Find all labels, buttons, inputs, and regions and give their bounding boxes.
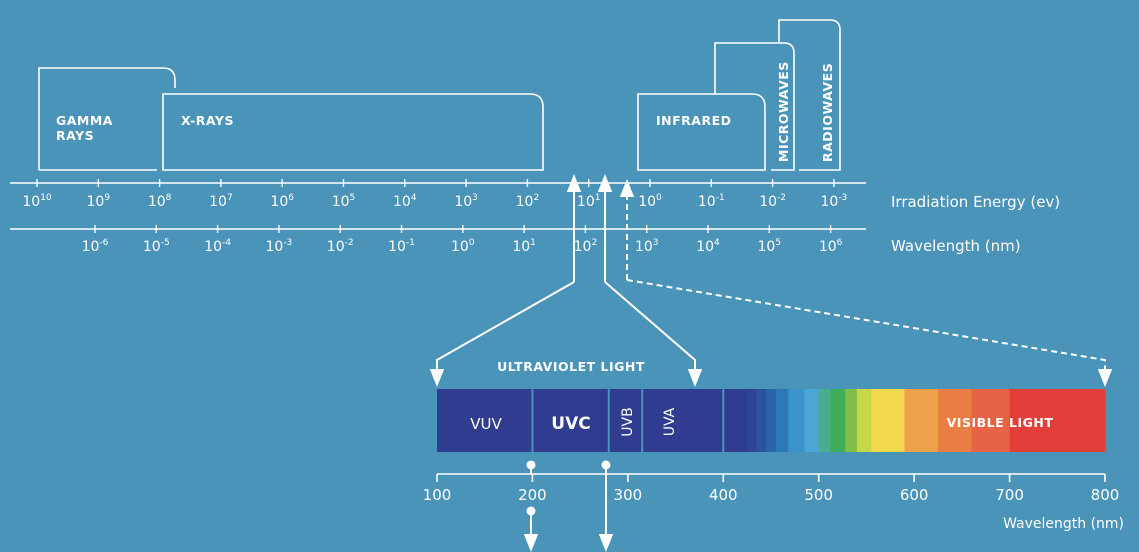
bottom-tick-label: 400 <box>709 486 738 504</box>
uvc-markers <box>523 460 614 552</box>
energy-tick-label: 105 <box>332 193 356 210</box>
bottom-axis-title: Wavelength (nm) <box>1003 516 1124 532</box>
energy-tick-label: 109 <box>87 193 111 210</box>
bottom-tick-label: 700 <box>995 486 1024 504</box>
wavelength-tick-label: 10-2 <box>327 238 354 255</box>
bottom-tick-group: 100 200 300 400 500 600 700 800 <box>423 474 1120 504</box>
visible-color-band <box>788 389 805 452</box>
uv-segment-uva <box>642 389 724 452</box>
x-rays-box <box>162 93 544 171</box>
bottom-tick-label: 200 <box>518 486 547 504</box>
wavelength-tick-label: 106 <box>819 238 843 255</box>
wavelength-tick-label: 103 <box>635 238 659 255</box>
wavelength-tick-label: 105 <box>758 238 782 255</box>
uv-left-diagonal <box>429 281 575 387</box>
bottom-tick-label: 800 <box>1091 486 1120 504</box>
visible-color-band <box>756 389 767 452</box>
energy-tick-label: 103 <box>454 193 478 210</box>
energy-tick-label: 106 <box>270 193 294 210</box>
uvc-label: UVC <box>551 414 590 434</box>
microwaves-box <box>714 42 795 171</box>
uv-segment-vuv <box>437 389 533 452</box>
wavelength-tick-label: 101 <box>512 238 536 255</box>
wavelength-scale-title: Wavelength (nm) <box>891 237 1021 255</box>
microwaves-label: MICROWAVES <box>776 61 791 162</box>
x-rays-label: X-RAYS <box>181 113 234 128</box>
energy-tick-label: 108 <box>148 193 172 210</box>
gamma-rays-label-line2: RAYS <box>56 128 94 143</box>
infrared-box <box>637 93 766 171</box>
energy-tick-label: 107 <box>209 193 233 210</box>
visible-color-band <box>830 389 846 452</box>
wavelength-tick-label: 10-3 <box>265 238 292 255</box>
energy-tick-label: 10-1 <box>698 193 725 210</box>
uva-label: UVA <box>662 407 678 436</box>
visible-color-band <box>723 389 748 452</box>
wavelength-tick-label: 10-6 <box>82 238 109 255</box>
energy-tick-label: 100 <box>638 193 662 210</box>
energy-tick-group: 1010 109 108 107 106 105 104 103 102 101 100 10-1 10… <box>22 179 847 210</box>
visible-color-band <box>845 389 858 452</box>
visible-color-band <box>856 389 872 452</box>
visible-light-label: VISIBLE LIGHT <box>947 415 1054 430</box>
wavelength-tick-label: 10-5 <box>143 238 170 255</box>
visible-color-band <box>871 389 906 452</box>
visible-diagonal-dashed <box>626 279 1113 387</box>
visible-color-band <box>747 389 758 452</box>
gamma-rays-box <box>38 67 176 170</box>
uv-segment-uvc <box>532 389 609 452</box>
radiowaves-box <box>778 19 841 171</box>
bottom-tick-label: 600 <box>900 486 929 504</box>
visible-color-band <box>818 389 831 452</box>
uvb-label: UVB <box>620 407 636 436</box>
gamma-rays-label-line1: GAMMA <box>56 113 113 128</box>
bottom-tick-label: 100 <box>423 486 452 504</box>
wavelength-tick-label: 100 <box>451 238 475 255</box>
spectrum-bar <box>437 389 1106 452</box>
visible-color-band <box>971 389 1011 452</box>
energy-tick-label: 10-2 <box>759 193 786 210</box>
visible-color-band <box>938 389 972 452</box>
energy-tick-label: 101 <box>577 193 601 210</box>
visible-color-band <box>775 389 789 452</box>
vuv-label: VUV <box>470 415 502 433</box>
uv-connectors <box>429 174 1113 387</box>
uv-dividers <box>531 389 725 452</box>
bottom-tick-label: 500 <box>804 486 833 504</box>
radiowaves-label: RADIOWAVES <box>820 63 835 162</box>
infrared-label: INFRARED <box>656 113 732 128</box>
visible-color-band <box>766 389 777 452</box>
visible-color-band <box>904 389 939 452</box>
wavelength-tick-label: 102 <box>574 238 598 255</box>
ultraviolet-title: ULTRAVIOLET LIGHT <box>497 359 645 374</box>
energy-tick-label: 10-3 <box>820 193 847 210</box>
visible-color-band <box>1009 389 1106 452</box>
band-boxes <box>38 19 841 171</box>
uv-segment-uvb <box>608 389 643 452</box>
wavelength-tick-label: 10-1 <box>388 238 415 255</box>
energy-tick-label: 1010 <box>22 193 52 210</box>
bottom-tick-label: 300 <box>614 486 643 504</box>
energy-tick-label: 104 <box>393 193 417 210</box>
uv-right-diagonal <box>604 281 703 387</box>
wavelength-tick-label: 104 <box>696 238 720 255</box>
visible-color-band <box>804 389 820 452</box>
energy-scale-title: Irradiation Energy (ev) <box>891 193 1060 211</box>
energy-tick-label: 102 <box>516 193 540 210</box>
wavelength-tick-label: 10-4 <box>204 238 231 255</box>
